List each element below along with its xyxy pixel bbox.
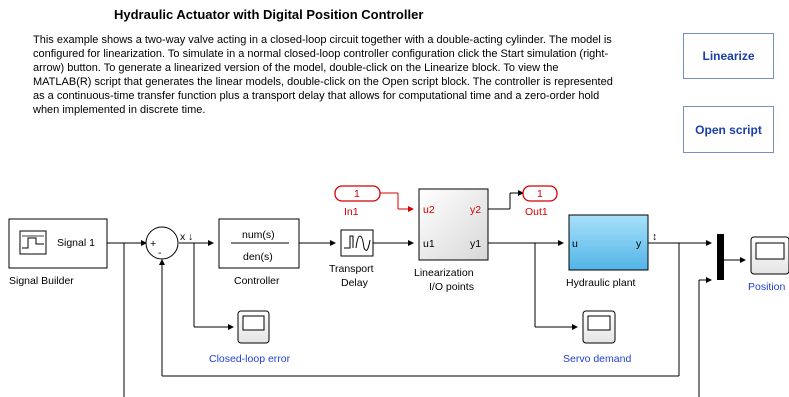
hydraulic-plant-port-y: y [636,238,642,250]
hydraulic-plant-port-u: u [572,238,578,250]
model-title: Hydraulic Actuator with Digital Position… [114,7,424,22]
controller-name: Controller [234,275,280,287]
down-arrow-marker: ↓ [188,231,193,243]
controller-block[interactable]: num(s) den(s) [218,218,300,269]
linearization-port-y2: y2 [470,204,481,216]
model-description: This example shows a two-way valve actin… [33,34,613,116]
transport-delay-block[interactable] [340,229,374,257]
linearization-port-y1: y1 [470,238,481,250]
hydraulic-plant-block[interactable]: u y [568,214,649,271]
in1-port-block[interactable]: 1 [334,185,381,202]
hydraulic-plant-name: Hydraulic plant [566,277,636,289]
signal-builder-block[interactable]: Signal 1 [8,218,108,269]
position-scope[interactable] [750,236,789,275]
sum-block[interactable]: + - [145,226,179,260]
red-signal-lines [380,192,414,212]
transport-delay-name-line2: Delay [341,277,369,289]
in1-name: In1 [344,206,359,218]
linearization-port-u2: u2 [423,204,435,216]
linearize-button[interactable]: Linearize [683,33,774,79]
controller-numerator: num(s) [242,229,275,241]
servo-demand-name: Servo demand [563,353,631,365]
sum-minus-sign: - [158,247,162,259]
closed-loop-error-name: Closed-loop error [209,353,291,365]
in1-port-number: 1 [354,188,360,200]
out1-port-block[interactable]: 1 [522,185,558,202]
open-script-button[interactable]: Open script [683,106,774,153]
sum-plus-sign: + [150,238,156,250]
signal-builder-name: Signal Builder [9,275,74,287]
controller-denominator: den(s) [243,251,273,263]
linearization-block[interactable]: u2 y2 u1 y1 [418,188,489,261]
position-signal-marker: ↕ [652,231,657,243]
position-scope-name: Position [748,281,786,293]
servo-demand-scope[interactable] [582,310,616,344]
signal-lines [107,190,746,397]
transport-delay-name-line1: Transport [329,263,374,275]
out1-name: Out1 [525,206,548,218]
mux-block[interactable] [717,234,724,280]
signal-builder-inner-label: Signal 1 [57,237,95,249]
linearization-name-line2: I/O points [429,281,474,293]
closed-loop-error-scope[interactable] [237,310,270,344]
linearization-name-line1: Linearization [414,267,474,279]
error-x-marker: x [180,231,186,243]
linearization-port-u1: u1 [423,238,435,250]
out1-port-number: 1 [537,188,543,200]
